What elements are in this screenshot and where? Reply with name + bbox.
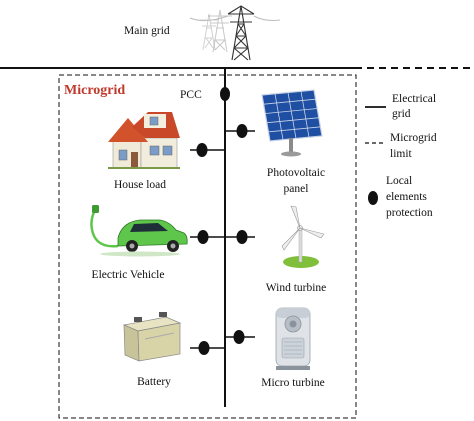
- microgrid-limit-boundary: [58, 74, 357, 419]
- house-icon: [108, 112, 180, 169]
- electric-vehicle-label: Electric Vehicle: [91, 269, 165, 281]
- photovoltaic-label-line2: panel: [283, 183, 309, 195]
- photovoltaic-label-line1: Photovoltaic: [266, 167, 326, 179]
- legend-electrical-grid-line2: grid: [392, 108, 411, 120]
- house-load-label: House load: [113, 179, 167, 191]
- micro-turbine-protection-dot: [233, 330, 245, 344]
- wind-turbine-protection-dot: [236, 230, 248, 244]
- legend-protection-line1: Local: [386, 175, 413, 187]
- main-grid-label: Main grid: [124, 25, 170, 37]
- protection-dot-icon: [368, 191, 378, 205]
- legend-protection-line3: protection: [386, 207, 433, 219]
- battery-icon: [122, 312, 182, 362]
- legend-microgrid-limit-line2: limit: [390, 148, 412, 160]
- pcc-protection-dot: [220, 87, 230, 101]
- legend-electrical-grid-line1: Electrical: [392, 93, 437, 105]
- battery-label: Battery: [137, 376, 171, 388]
- micro-turbine-icon: [275, 307, 311, 370]
- solar-panel-icon: [261, 89, 323, 157]
- photovoltaic-protection-dot: [236, 124, 248, 138]
- wind-turbine-icon: [281, 205, 325, 268]
- electric-car-icon: [90, 205, 188, 257]
- pcc-label: PCC: [180, 89, 202, 101]
- wind-turbine-label: Wind turbine: [265, 282, 327, 294]
- legend-protection-line2: elements: [386, 191, 427, 203]
- transmission-tower-icon: [189, 5, 281, 61]
- house-load-protection-dot: [196, 143, 208, 157]
- microgrid-title: Microgrid: [64, 83, 126, 98]
- legend-microgrid-limit-line1: Microgrid: [390, 132, 437, 144]
- electric-vehicle-protection-dot: [197, 230, 209, 244]
- micro-turbine-label: Micro turbine: [261, 377, 325, 389]
- battery-protection-dot: [198, 341, 210, 355]
